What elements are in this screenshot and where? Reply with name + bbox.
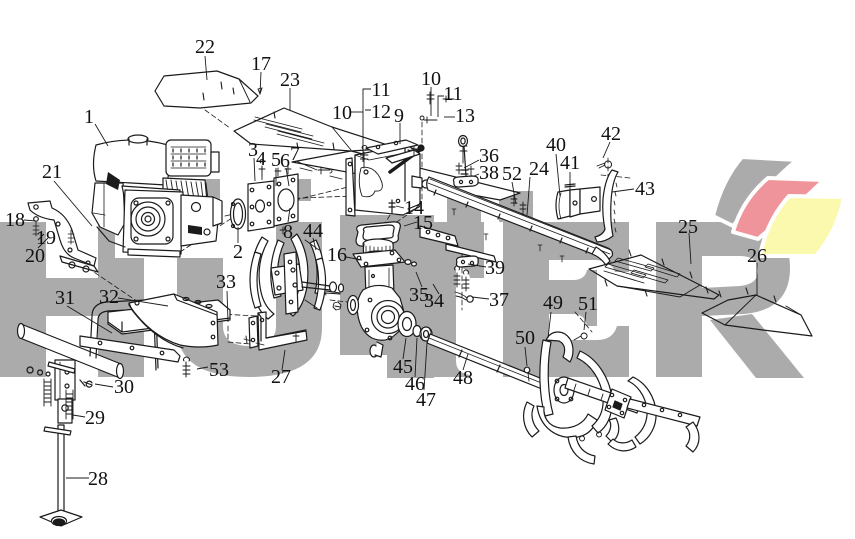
svg-text:20: 20 [25, 245, 45, 267]
svg-text:28: 28 [88, 468, 108, 490]
svg-text:5: 5 [271, 149, 281, 171]
svg-text:46: 46 [405, 373, 425, 395]
svg-text:1: 1 [84, 106, 94, 128]
svg-text:29: 29 [85, 407, 105, 429]
svg-text:42: 42 [601, 123, 621, 145]
svg-text:33: 33 [216, 271, 236, 293]
svg-text:51: 51 [578, 293, 598, 315]
svg-text:19: 19 [36, 227, 56, 249]
svg-text:11: 11 [371, 79, 390, 101]
svg-text:26: 26 [747, 245, 767, 267]
svg-text:17: 17 [251, 53, 271, 75]
svg-text:6: 6 [280, 150, 290, 172]
svg-text:36: 36 [479, 145, 499, 167]
svg-text:32: 32 [99, 286, 119, 308]
svg-text:40: 40 [546, 134, 566, 156]
svg-text:49: 49 [543, 292, 563, 314]
svg-text:47: 47 [416, 389, 436, 411]
svg-text:53: 53 [209, 359, 229, 381]
svg-text:45: 45 [393, 356, 413, 378]
svg-text:35: 35 [409, 284, 429, 306]
svg-text:37: 37 [489, 289, 509, 311]
svg-text:34: 34 [424, 290, 444, 312]
svg-text:31: 31 [55, 287, 75, 309]
svg-text:50: 50 [515, 327, 535, 349]
svg-text:4: 4 [256, 148, 266, 170]
svg-text:14: 14 [404, 197, 424, 219]
svg-text:16: 16 [327, 244, 347, 266]
svg-text:7: 7 [290, 143, 300, 165]
svg-text:22: 22 [195, 36, 215, 58]
svg-text:10: 10 [332, 102, 352, 124]
svg-text:21: 21 [42, 161, 62, 183]
svg-text:25: 25 [678, 216, 698, 238]
svg-text:43: 43 [635, 178, 655, 200]
svg-text:11: 11 [443, 83, 462, 105]
svg-text:10: 10 [421, 68, 441, 90]
svg-text:12: 12 [371, 101, 391, 123]
svg-text:39: 39 [485, 257, 505, 279]
svg-text:13: 13 [455, 105, 475, 127]
svg-text:41: 41 [560, 152, 580, 174]
svg-text:52: 52 [502, 163, 522, 185]
svg-text:38: 38 [479, 162, 499, 184]
svg-text:15: 15 [413, 212, 433, 234]
svg-text:8: 8 [283, 221, 293, 243]
svg-text:18: 18 [5, 209, 25, 231]
svg-text:23: 23 [280, 69, 300, 91]
svg-text:44: 44 [303, 220, 323, 242]
svg-text:24: 24 [529, 158, 549, 180]
svg-text:3: 3 [248, 139, 258, 161]
svg-text:2: 2 [233, 241, 243, 263]
svg-text:27: 27 [271, 366, 291, 388]
svg-text:30: 30 [114, 376, 134, 398]
svg-text:48: 48 [453, 367, 473, 389]
svg-text:9: 9 [394, 105, 404, 127]
